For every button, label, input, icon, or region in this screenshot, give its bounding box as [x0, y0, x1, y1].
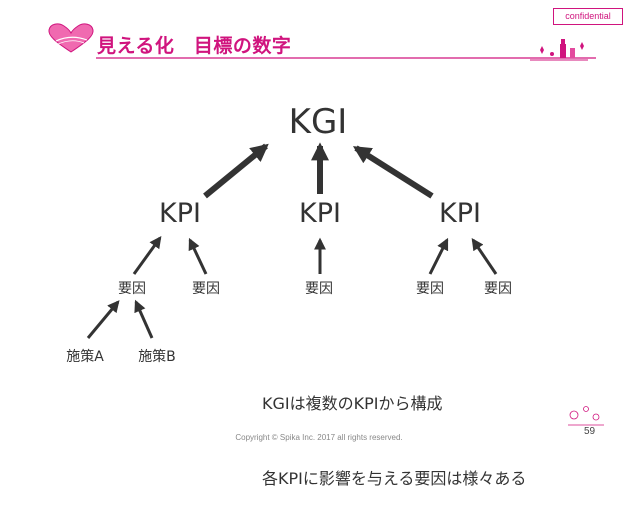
arrow-factor5-kpi3: [471, 238, 498, 275]
header-divider: [96, 57, 596, 59]
arrow-kpi3-kgi: [352, 145, 434, 199]
heart-logo-icon: [48, 23, 94, 53]
cosmetics-decoration-icon: [530, 39, 588, 61]
factor-node: 要因: [484, 281, 512, 297]
factor-node: 要因: [118, 281, 146, 297]
measure-node: 施策A: [66, 349, 104, 365]
factor-node: 要因: [192, 281, 220, 297]
factor-node: 要因: [416, 281, 444, 297]
floral-decoration-icon: [568, 406, 604, 426]
arrow-measureB-factor1: [134, 299, 154, 339]
kpi-node: KPI: [439, 198, 481, 229]
arrow-kpi1-kgi: [203, 143, 269, 199]
arrow-factor4-kpi3: [428, 237, 449, 275]
arrow-factor2-kpi1: [188, 237, 208, 275]
confidential-label: confidential: [553, 8, 623, 25]
note-line: KGIは複数のKPIから構成: [262, 394, 443, 413]
factor-node: 要因: [305, 281, 333, 297]
kgi-kpi-tree-connectors: [86, 142, 498, 339]
note-line: 各KPIに影響を与える要因は様々ある: [262, 469, 527, 488]
kpi-node: KPI: [299, 198, 341, 229]
kgi-node: KGI: [288, 102, 348, 142]
copyright-footer: Copyright © Spika Inc. 2017 all rights r…: [235, 433, 403, 442]
diagram-note: KGIは複数のKPIから構成 各KPIに影響を与える要因は様々ある: [262, 341, 526, 516]
kpi-node: KPI: [159, 198, 201, 229]
arrow-measureA-factor1: [86, 300, 120, 339]
page-title: 見える化 目標の数字: [97, 35, 292, 57]
arrow-factor1-kpi1: [132, 236, 162, 275]
measure-node: 施策B: [138, 349, 176, 365]
page-number: 59: [584, 426, 596, 437]
